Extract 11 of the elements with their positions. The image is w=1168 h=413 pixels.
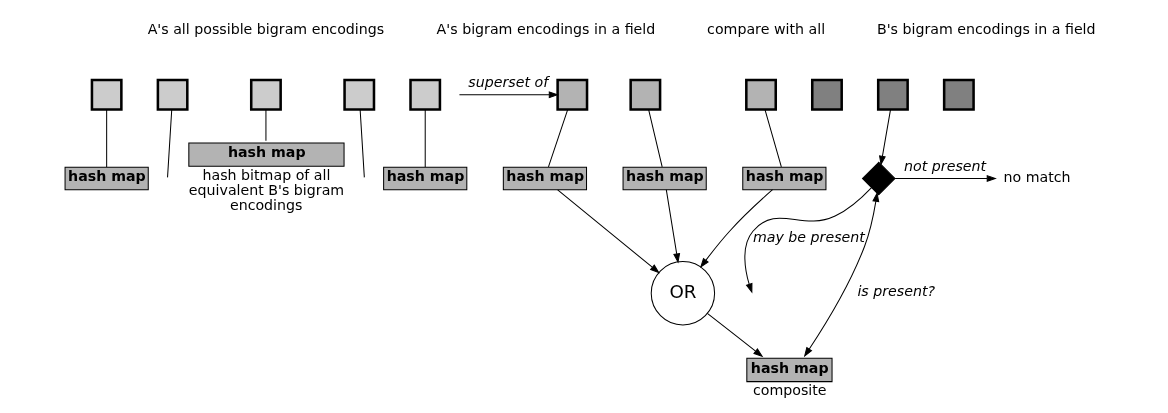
edge-label: may be present <box>752 228 865 245</box>
node-label: composite <box>752 382 827 399</box>
node-text: no match <box>1002 169 1071 186</box>
label: compare with all <box>706 21 825 38</box>
label: A's all possible bigram encodings <box>147 21 384 38</box>
edge-label: is present? <box>856 282 935 299</box>
edge-label: superset of <box>467 73 548 90</box>
node-label: hash bitmap of all equivalent B's bigram encodings <box>188 166 344 214</box>
edge-label: not present <box>903 157 986 174</box>
label: A's bigram encodings in a field <box>436 21 655 38</box>
label: B's bigram encodings in a field <box>876 21 1096 38</box>
